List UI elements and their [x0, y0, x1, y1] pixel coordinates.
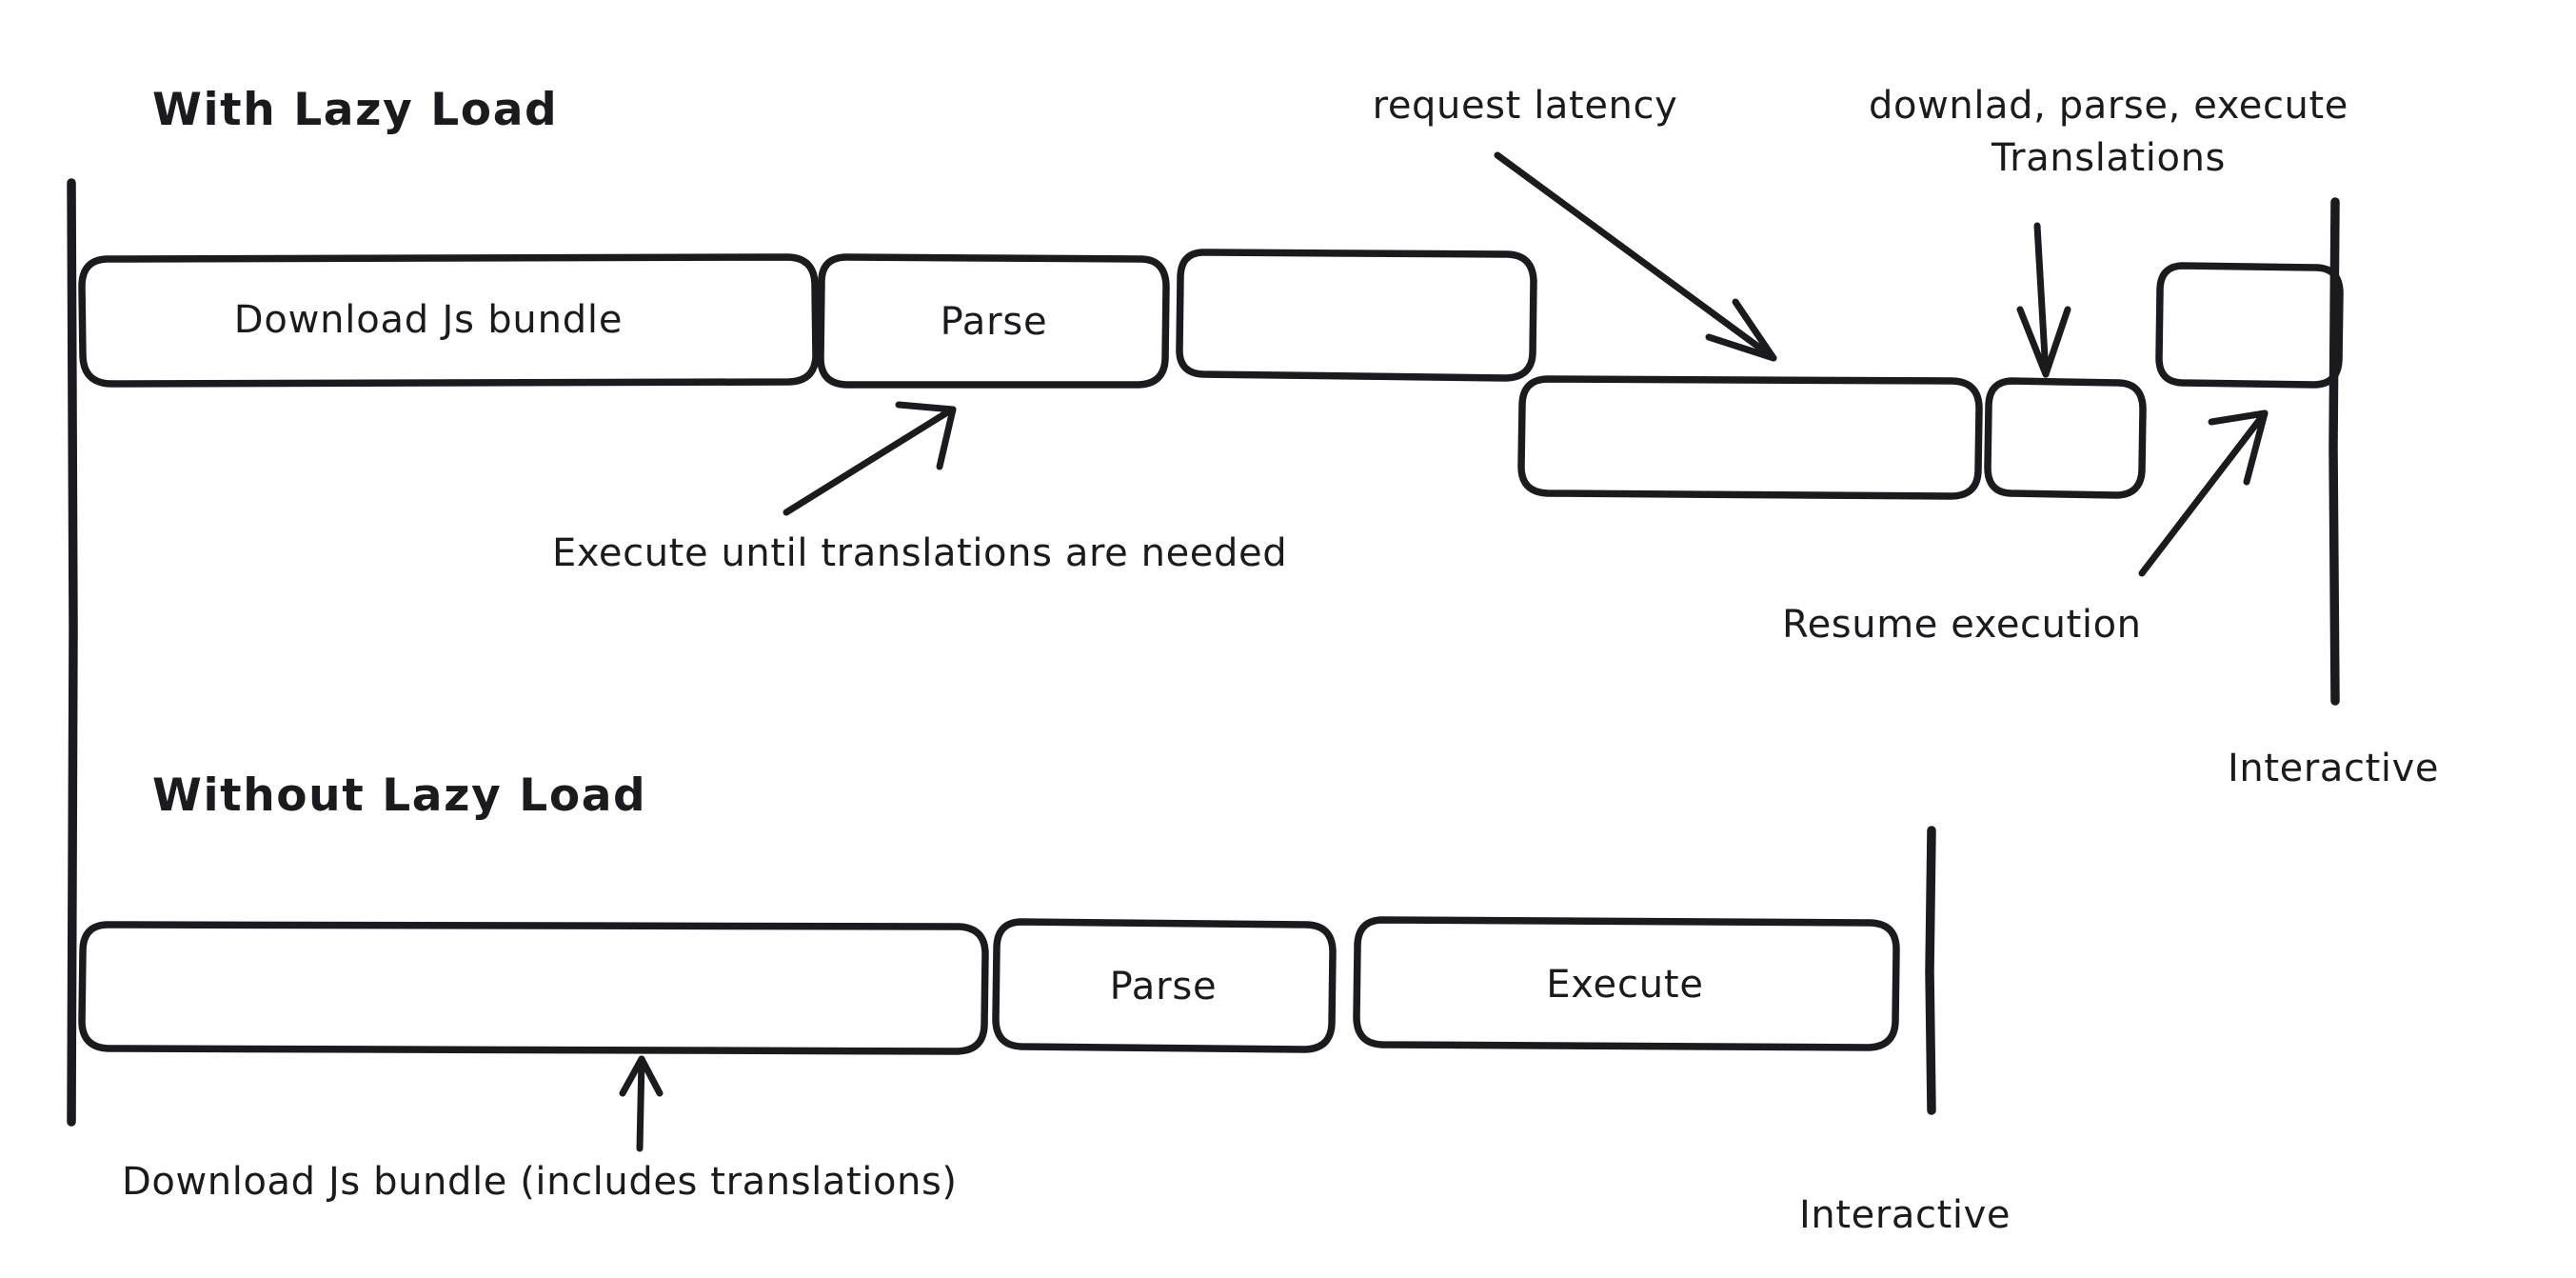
axis-interactive-bottom [1925, 826, 1936, 1115]
box-label-execute-bottom: Execute [1546, 963, 1704, 1007]
axis-start-top [67, 178, 78, 1127]
box-label-parse-top: Parse [940, 300, 1048, 344]
section-heading-without-lazy-load: Without Lazy Load [152, 769, 647, 822]
annotation-download-full: Download Js bundle (includes translation… [122, 1160, 958, 1204]
arrow-translations [2016, 222, 2071, 378]
box-parse-top[interactable] [817, 253, 1170, 389]
annotation-translations-line2: Translations [1991, 136, 2226, 180]
arrow-execute-until-translations [783, 401, 957, 516]
box-download-js-bundle-full[interactable] [78, 921, 989, 1055]
box-label-parse-bottom: Parse [1109, 965, 1218, 1008]
marker-label-interactive-top: Interactive [2228, 747, 2440, 790]
arrow-download-full [619, 1055, 664, 1152]
section-heading-with-lazy-load: With Lazy Load [152, 84, 559, 136]
annotation-execute-until-translations: Execute until translations are needed [552, 531, 1288, 575]
marker-label-interactive-bottom: Interactive [1799, 1193, 2011, 1237]
arrow-request-latency [1494, 151, 1777, 362]
arrow-resume-execution [2138, 409, 2269, 577]
annotation-request-latency: request latency [1372, 84, 1678, 128]
box-download-parse-execute-translations[interactable] [1984, 377, 2147, 499]
annotation-resume-execution: Resume execution [1782, 603, 2142, 647]
axis-interactive-top [2328, 197, 2340, 706]
box-request-latency[interactable] [1517, 375, 1983, 500]
annotation-translations-line1: downlad, parse, execute [1869, 84, 2348, 128]
box-label-download-js-bundle: Download Js bundle [233, 298, 624, 342]
box-execute-until-translations[interactable] [1176, 249, 1537, 382]
box-resume-execution[interactable] [2155, 262, 2344, 389]
box-parse-bottom[interactable] [992, 918, 1337, 1053]
box-download-js-bundle[interactable] [78, 253, 820, 388]
box-execute-bottom[interactable] [1353, 916, 1900, 1051]
